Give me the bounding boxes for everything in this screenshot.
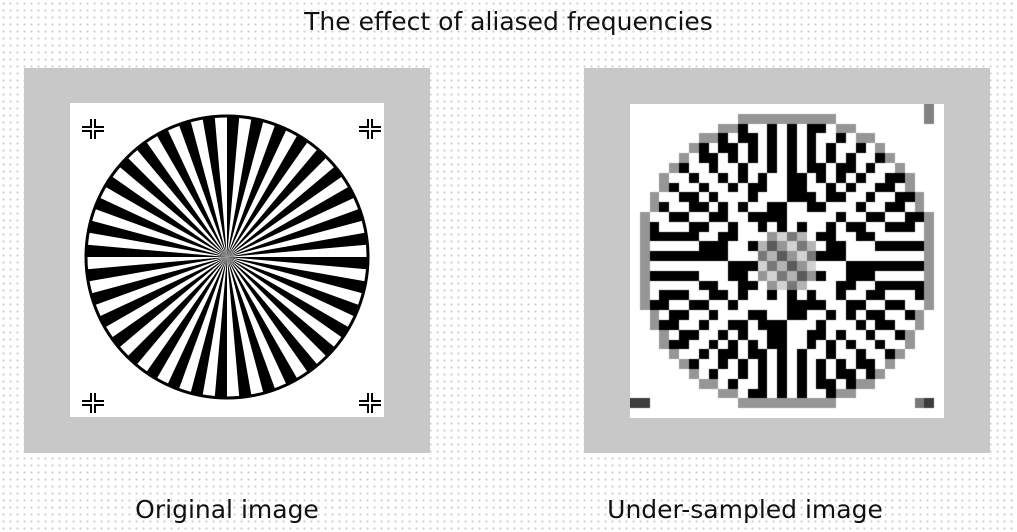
registration-mark-icon [359, 119, 381, 139]
star-wedge [227, 117, 240, 257]
star-wedge [214, 257, 227, 397]
star-wedge [167, 257, 227, 389]
undersampled-image-frame [630, 104, 944, 418]
star-wedge [95, 197, 227, 257]
star-wedge [227, 257, 252, 397]
registration-mark-icon [82, 119, 104, 139]
star-wedge [190, 257, 227, 395]
star-wedge [112, 257, 227, 347]
star-wedge [227, 125, 287, 257]
caption-original: Original image [135, 495, 319, 524]
star-wedge [119, 158, 227, 257]
star-wedge [157, 130, 227, 257]
star-wedge [227, 209, 363, 257]
star-wedge [89, 220, 227, 257]
star-wedge [227, 257, 297, 384]
star-outline [84, 114, 370, 400]
undersampled-image-panel [584, 68, 990, 453]
star-wedge [227, 257, 275, 393]
star-wedge [105, 176, 227, 257]
caption-undersampled: Under-sampled image [607, 495, 883, 524]
star-wedge [227, 119, 264, 257]
star-wedge [227, 167, 342, 257]
star-wedge [227, 257, 359, 317]
star-wedge [227, 257, 349, 338]
siemens-star-original [82, 114, 381, 413]
star-wedge [227, 232, 367, 257]
star-wedge [227, 257, 317, 372]
star-wedge [227, 135, 308, 257]
registration-mark-icon [82, 393, 104, 413]
siemens-star-undersampled [630, 104, 944, 418]
star-wedge [227, 257, 365, 294]
star-wedge [128, 257, 227, 365]
star-wedge [179, 121, 227, 257]
star-wedge [202, 117, 227, 257]
star-wedge [227, 257, 335, 356]
star-wedge [137, 142, 227, 257]
figure-title: The effect of aliased frequencies [304, 7, 713, 36]
registration-mark-icon [359, 393, 381, 413]
star-wedge [227, 149, 326, 257]
star-wedge [87, 244, 227, 257]
star-wedge [146, 257, 227, 379]
star-wedge [87, 257, 227, 282]
original-image-frame [70, 103, 384, 417]
original-image-panel [24, 68, 430, 453]
star-wedge [100, 257, 227, 327]
star-wedge [227, 257, 368, 270]
star-wedge [91, 257, 227, 305]
star-wedge [227, 187, 354, 257]
